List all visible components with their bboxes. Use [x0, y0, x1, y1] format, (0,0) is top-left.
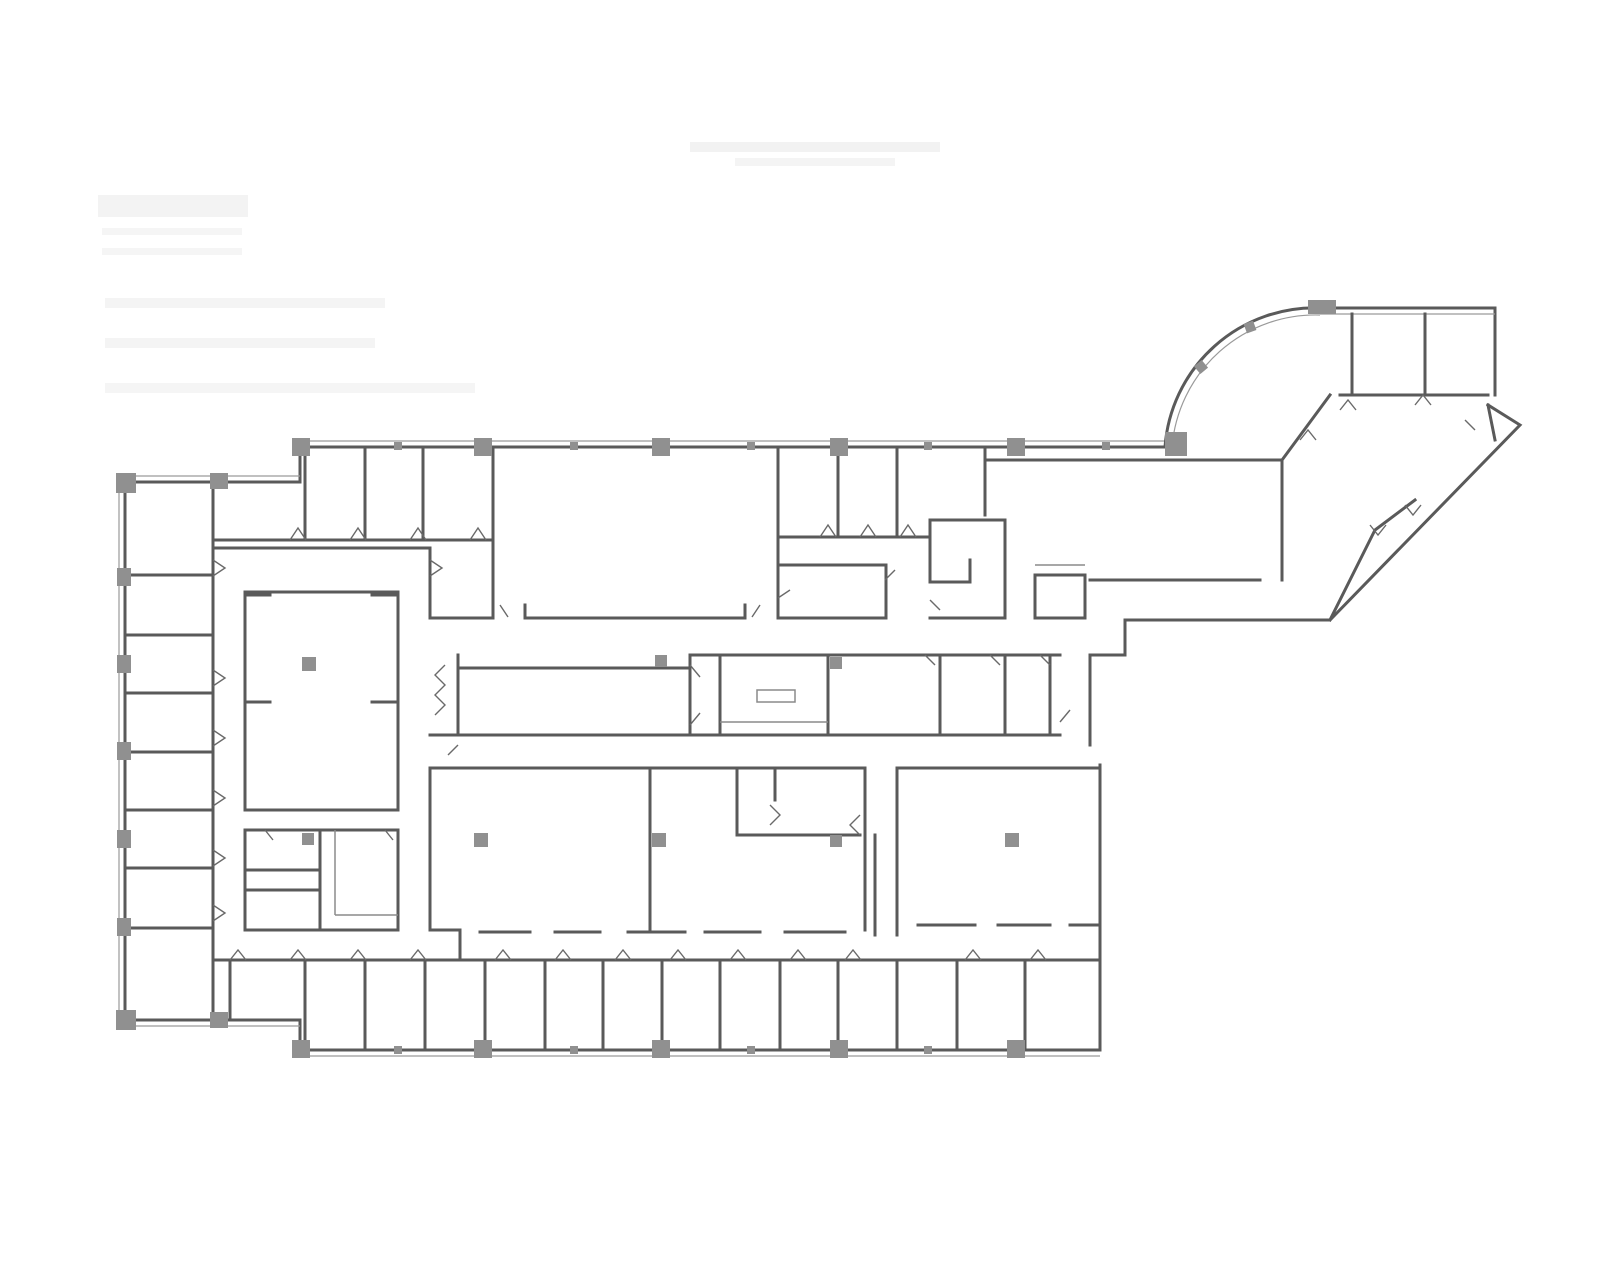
column-marker: [116, 300, 1336, 1058]
interior-walls: [123, 312, 1497, 1052]
faded-logo-line: [102, 228, 242, 235]
faded-title: [690, 142, 940, 152]
faded-subtitle: [735, 158, 895, 166]
faded-legend-line: [105, 383, 475, 393]
outer-walls: [118, 306, 1523, 1057]
faded-legend-line: [105, 338, 375, 348]
faded-logo: [98, 195, 248, 217]
door-swing: [212, 393, 1476, 961]
faded-logo-line: [102, 248, 242, 255]
faded-legend-line: [105, 298, 385, 308]
